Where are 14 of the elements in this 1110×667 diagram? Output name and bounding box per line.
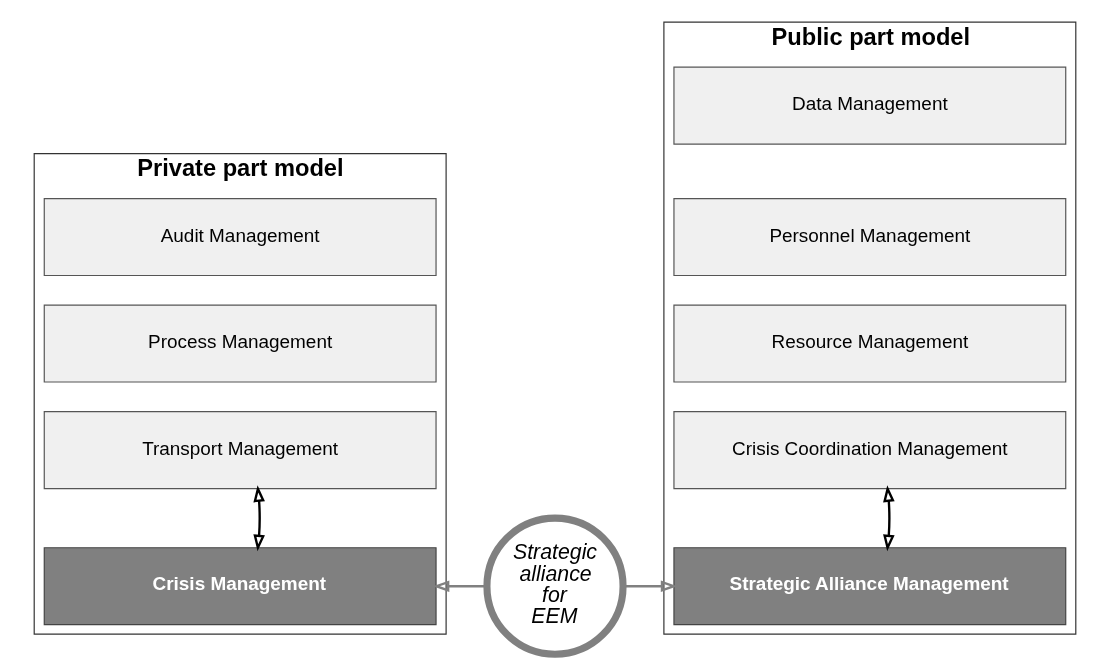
node-box: Crisis Coordination Management — [673, 411, 1067, 490]
node-box: Strategic Alliance Management — [673, 547, 1067, 626]
node-box: Transport Management — [43, 411, 437, 490]
node-box: Resource Management — [673, 304, 1067, 383]
node-box: Personnel Management — [673, 198, 1067, 277]
node-circle: Strategic alliance for EEM — [483, 514, 627, 658]
arrow — [883, 485, 895, 552]
arrow — [623, 580, 678, 593]
arrow — [432, 580, 487, 593]
arrow — [253, 485, 265, 552]
node-box: Crisis Management — [43, 547, 437, 626]
node-box: Process Management — [43, 304, 437, 383]
node-box: Audit Management — [43, 198, 437, 277]
node-box: Data Management — [673, 66, 1067, 145]
